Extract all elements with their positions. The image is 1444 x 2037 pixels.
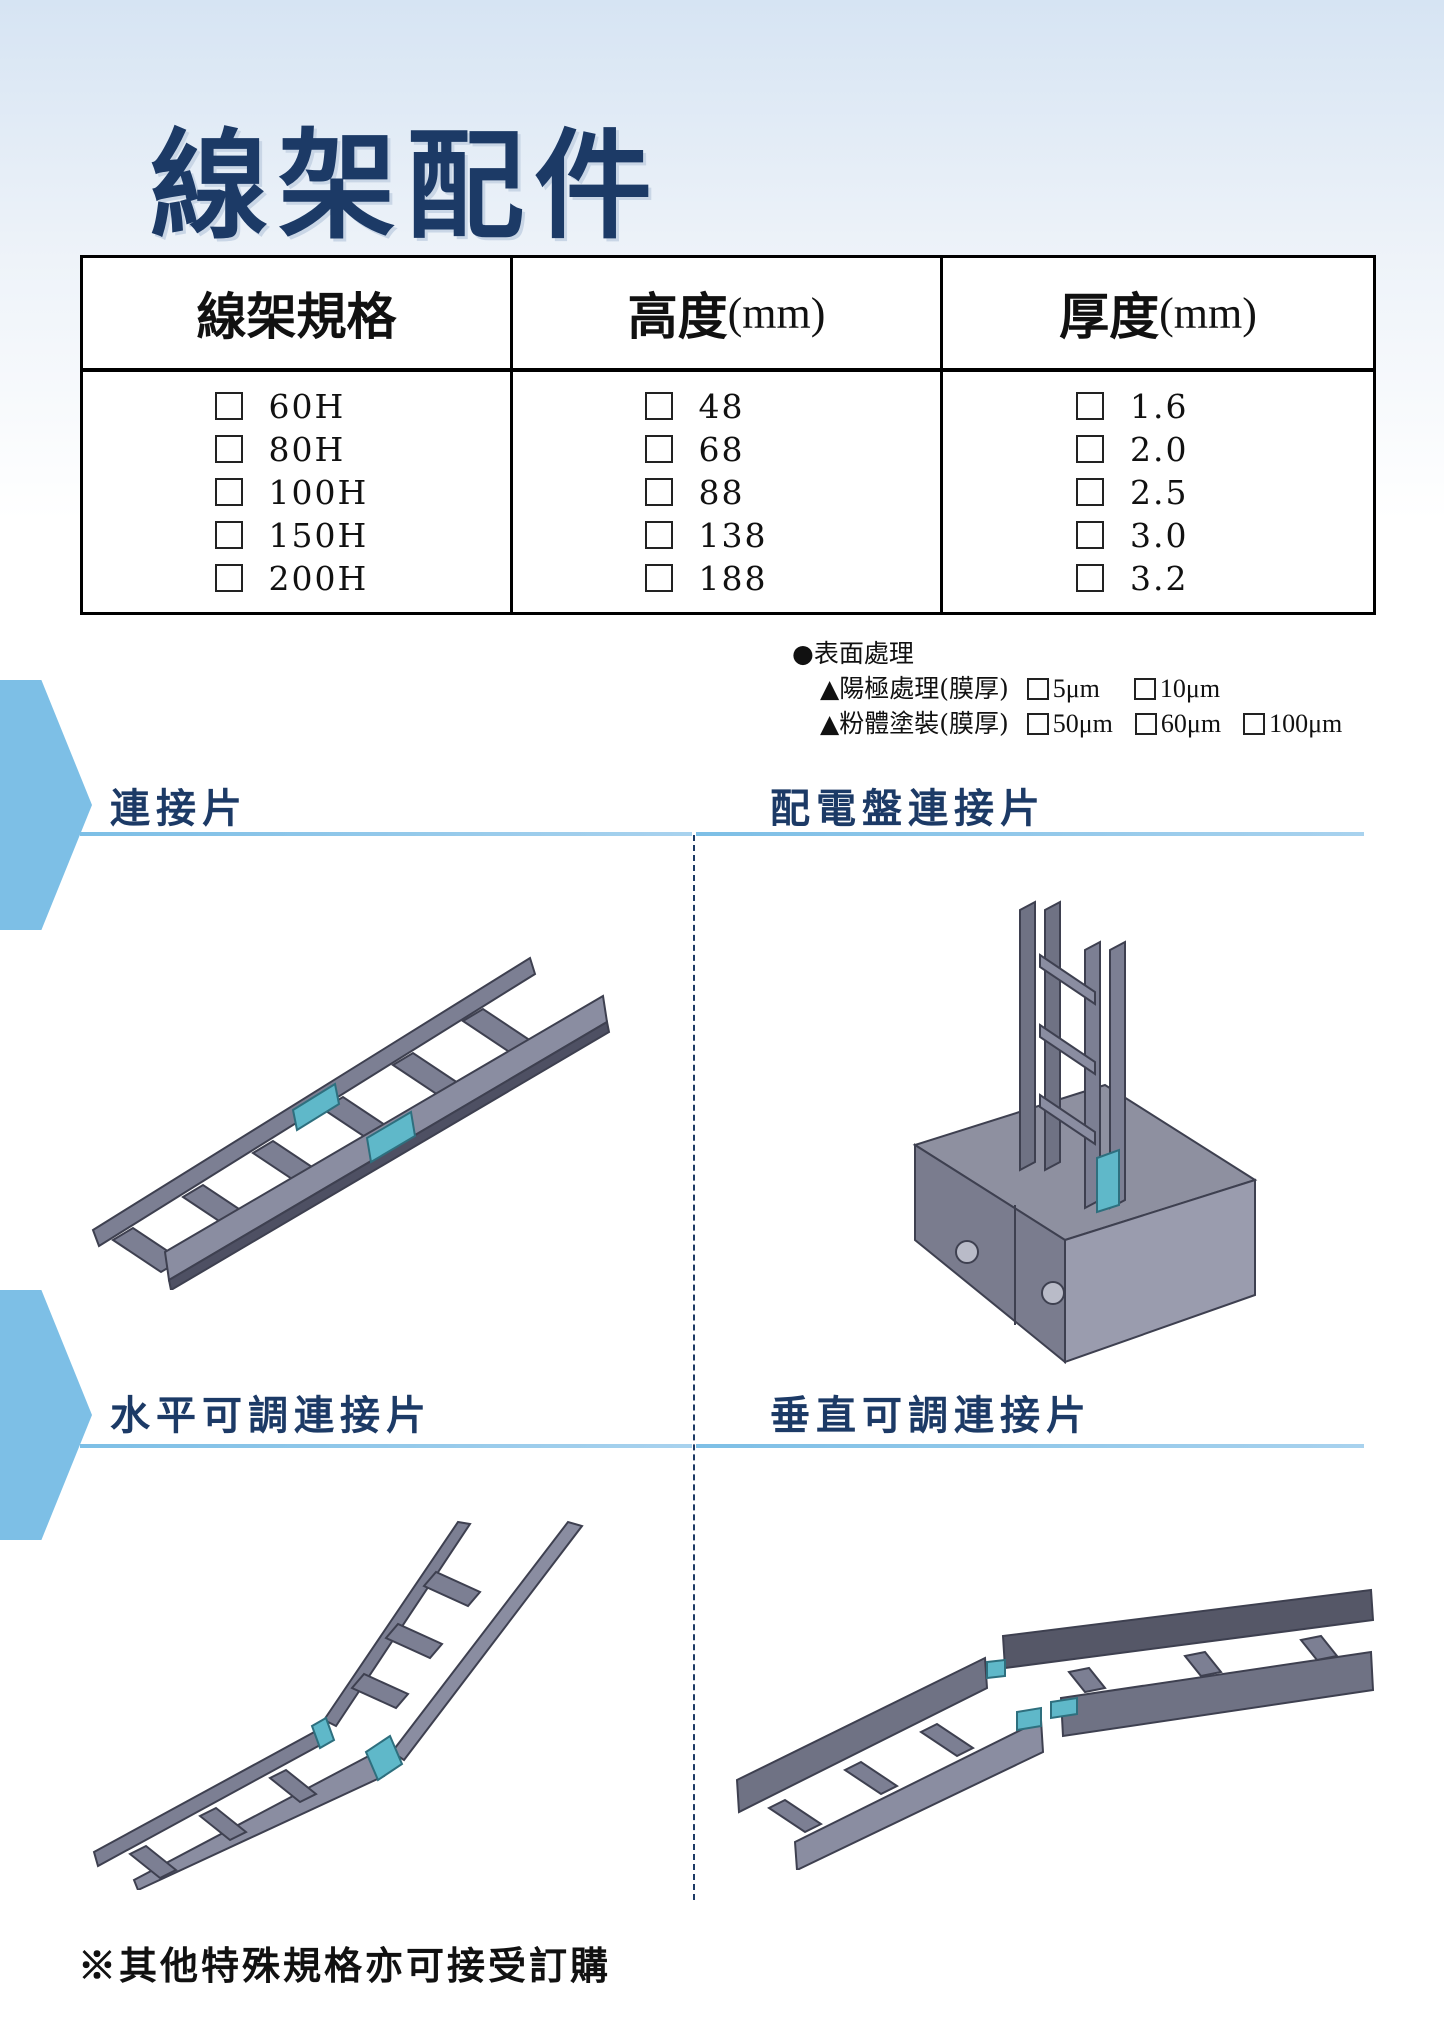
checkbox[interactable] <box>1133 677 1156 700</box>
checkbox[interactable] <box>1076 564 1104 592</box>
thickness-options: 1.6 2.0 2.5 3.0 3.2 <box>943 372 1373 612</box>
height-option[interactable]: 188 <box>644 557 809 600</box>
option-label: 138 <box>698 515 768 555</box>
option-label: 60H <box>268 386 346 426</box>
spec-header-spec: 線架規格 <box>83 258 513 372</box>
height-header-unit: (mm) <box>727 288 826 338</box>
checkbox[interactable] <box>644 435 673 463</box>
spec-option[interactable]: 80H <box>214 428 379 471</box>
thickness-option[interactable]: 1.6 <box>1076 385 1240 428</box>
checkbox[interactable] <box>214 392 243 420</box>
footnote: ※其他特殊規格亦可接受訂購 <box>78 1943 612 1988</box>
thickness-header-label: 厚度 <box>1059 287 1160 346</box>
option-label: 2.5 <box>1130 472 1189 512</box>
option-label: 150H <box>268 515 369 555</box>
checkbox[interactable] <box>644 521 673 549</box>
thickness-option[interactable]: 2.5 <box>1076 471 1240 514</box>
spec-option[interactable]: 200H <box>214 557 379 600</box>
checkbox[interactable] <box>1076 478 1104 506</box>
powder-option: 60μm <box>1160 709 1222 738</box>
thickness-header-unit: (mm) <box>1159 288 1257 338</box>
section-rule <box>80 1444 692 1448</box>
checkbox[interactable] <box>644 392 673 420</box>
checkbox[interactable] <box>1076 435 1104 463</box>
surface-heading: ●表面處理 <box>792 639 914 668</box>
spec-table: 線架規格 高度 (mm) 厚度 (mm) 60H 80H 100H 150H 2… <box>80 255 1376 615</box>
spec-header-label: 線架規格 <box>196 287 397 346</box>
height-option[interactable]: 88 <box>644 471 809 514</box>
connector-ladder-figure <box>91 956 611 1290</box>
powder-row: ▲粉體塗裝(膜厚) 50μm 60μm 100μm <box>820 706 1346 741</box>
spec-header-thickness: 厚度 (mm) <box>943 258 1373 372</box>
spec-header-height: 高度 (mm) <box>513 258 943 372</box>
checkbox[interactable] <box>214 435 243 463</box>
section-title-panel-connector: 配電盤連接片 <box>770 785 1046 832</box>
checkbox[interactable] <box>1134 712 1157 735</box>
spec-option[interactable]: 100H <box>214 471 379 514</box>
checkbox[interactable] <box>214 521 243 549</box>
option-label: 188 <box>698 558 768 598</box>
section-rule <box>696 1444 1364 1448</box>
section-title-horizontal-adjustable: 水平可調連接片 <box>110 1392 432 1439</box>
checkbox[interactable] <box>1026 712 1049 735</box>
checkbox[interactable] <box>1076 521 1104 549</box>
thickness-option[interactable]: 3.2 <box>1076 557 1240 600</box>
height-options: 48 68 88 138 188 <box>513 372 943 612</box>
option-label: 68 <box>698 429 745 469</box>
column-divider <box>693 835 695 1900</box>
anodize-label: ▲陽極處理(膜厚) <box>820 674 1009 703</box>
section-rule <box>696 832 1364 836</box>
section-title-connector: 連接片 <box>110 785 248 832</box>
checkbox[interactable] <box>1026 677 1049 700</box>
option-label: 3.2 <box>1130 558 1189 598</box>
option-label: 3.0 <box>1130 515 1189 555</box>
option-label: 100H <box>268 472 369 512</box>
option-label: 2.0 <box>1130 429 1189 469</box>
powder-option: 50μm <box>1052 709 1113 738</box>
thickness-option[interactable]: 2.0 <box>1076 428 1240 471</box>
anodize-row: ▲陽極處理(膜厚) 5μm 10μm <box>820 671 1346 706</box>
panel-connector-figure <box>912 900 1258 1365</box>
height-header-label: 高度 <box>627 287 728 346</box>
option-label: 1.6 <box>1130 386 1189 426</box>
side-arrow-decoration <box>0 1290 92 1540</box>
checkbox[interactable] <box>214 478 243 506</box>
horizontal-adjustable-figure <box>92 1520 584 1890</box>
checkbox[interactable] <box>214 564 243 592</box>
anodize-option: 5μm <box>1052 674 1100 703</box>
height-option[interactable]: 138 <box>644 514 809 557</box>
spec-option[interactable]: 60H <box>214 385 379 428</box>
checkbox[interactable] <box>1076 392 1104 420</box>
option-label: 80H <box>268 429 346 469</box>
surface-treatment: ●表面處理 ▲陽極處理(膜厚) 5μm 10μm ▲粉體塗裝(膜厚) 50μm … <box>792 636 1346 741</box>
page-title: 線架配件 <box>150 116 663 255</box>
spec-option[interactable]: 150H <box>214 514 379 557</box>
option-label: 200H <box>268 558 369 598</box>
height-option[interactable]: 68 <box>644 428 809 471</box>
powder-option: 100μm <box>1269 709 1343 738</box>
vertical-adjustable-figure <box>735 1588 1375 1870</box>
powder-label: ▲粉體塗裝(膜厚) <box>820 709 1009 738</box>
height-option[interactable]: 48 <box>644 385 809 428</box>
thickness-option[interactable]: 3.0 <box>1076 514 1240 557</box>
option-label: 88 <box>698 472 745 512</box>
checkbox[interactable] <box>1243 712 1266 735</box>
spec-options: 60H 80H 100H 150H 200H <box>83 372 513 612</box>
connector-plate <box>1096 1148 1120 1214</box>
checkbox[interactable] <box>644 478 673 506</box>
side-arrow-decoration <box>0 680 92 930</box>
option-label: 48 <box>698 386 745 426</box>
section-title-vertical-adjustable: 垂直可調連接片 <box>770 1392 1092 1439</box>
anodize-option: 10μm <box>1159 674 1221 703</box>
section-rule <box>80 832 692 836</box>
checkbox[interactable] <box>644 564 673 592</box>
